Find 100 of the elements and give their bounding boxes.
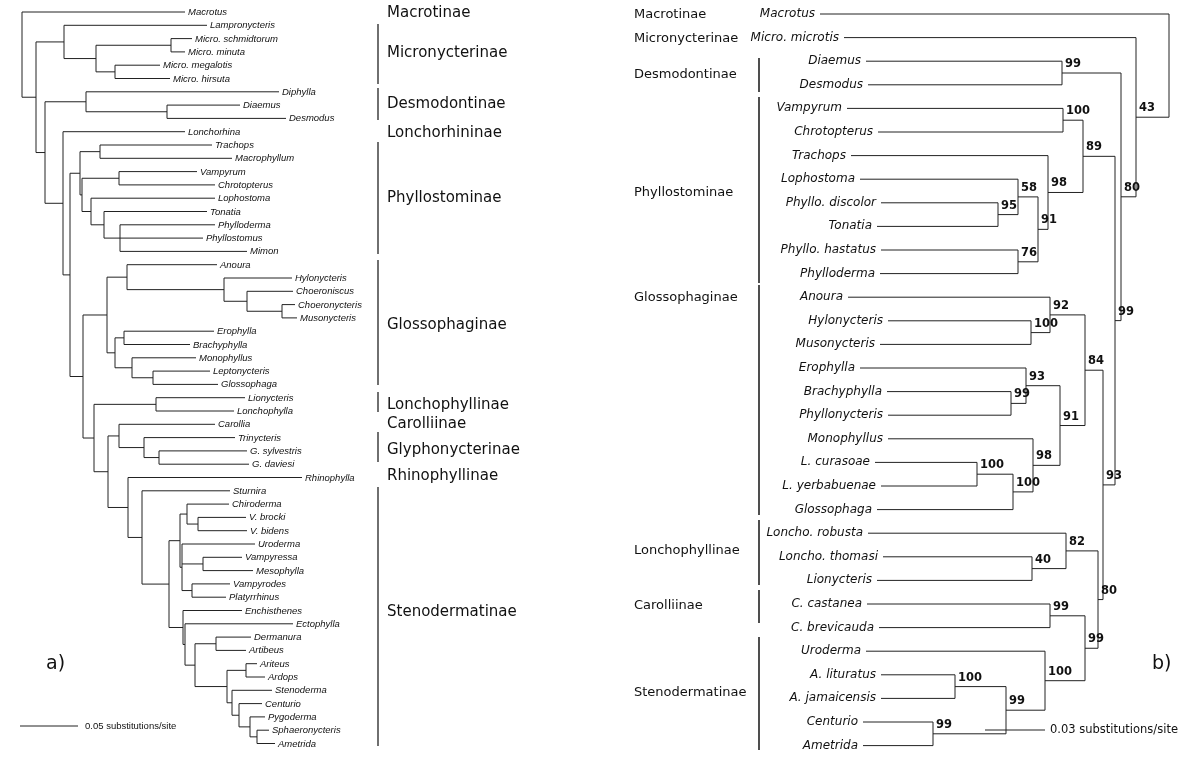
subfamily-label: Micronycterinae [387, 44, 508, 62]
taxon-label: Dermanura [254, 631, 302, 643]
taxon-label: Lophostoma [781, 172, 855, 187]
taxon-label: Ardops [268, 671, 299, 683]
taxon-label: Micro. minuta [188, 46, 245, 58]
taxon-label: Hylonycteris [808, 313, 883, 328]
taxon-label: Monophyllus [199, 352, 253, 364]
bootstrap-value: 100 [1034, 317, 1058, 331]
scale-label: 0.05 substitutions/site [85, 720, 177, 732]
taxon-label: Loncho. thomasi [778, 549, 878, 564]
scale-label: 0.03 substitutions/site [1050, 723, 1178, 737]
subfamily-label: Glyphonycterinae [387, 441, 520, 459]
bootstrap-value: 99 [1053, 600, 1069, 614]
bootstrap-value: 100 [1048, 665, 1072, 679]
taxon-label: Chrotopterus [794, 125, 873, 139]
taxon-label: Brachyphylla [803, 384, 882, 399]
panel-label: b) [1152, 652, 1172, 674]
taxon-label: G. sylvestris [250, 445, 302, 457]
taxon-label: V. brocki [249, 511, 286, 523]
bootstrap-value: 76 [1021, 246, 1037, 260]
bootstrap-value: 82 [1069, 535, 1085, 549]
taxon-label: Stenoderma [275, 684, 327, 696]
bootstrap-value: 95 [1001, 199, 1017, 213]
taxon-label: Hylonycteris [295, 272, 347, 284]
bootstrap-value: 99 [1118, 305, 1134, 319]
subfamily-label: Stenodermatinae [634, 684, 747, 700]
taxon-label: Phyllo. discolor [785, 195, 876, 210]
bootstrap-value: 98 [1051, 176, 1067, 191]
taxon-label: Lionycteris [806, 573, 872, 588]
subfamily-label: Rhinophyllinae [387, 467, 499, 485]
taxon-label: C. castanea [791, 597, 862, 611]
taxon-label: Vampyressa [245, 551, 298, 563]
bootstrap-value: 80 [1124, 181, 1140, 195]
taxon-label: Micro. microtis [750, 30, 839, 45]
subfamily-label: Glossophaginae [387, 316, 507, 334]
taxon-label: Ametrida [802, 738, 858, 753]
taxon-label: Loncho. robusta [766, 526, 863, 541]
bootstrap-value: 93 [1106, 469, 1122, 483]
taxon-label: Diaemus [243, 99, 281, 111]
bootstrap-value: 100 [1066, 104, 1090, 118]
taxon-label: L. curasoae [800, 455, 870, 470]
subfamily-label: Macrotinae [634, 6, 707, 22]
subfamily-label: Desmodontinae [387, 95, 506, 113]
subfamily-label: Carolliinae [387, 415, 467, 433]
taxon-label: Artibeus [249, 644, 284, 656]
taxon-label: Macrophyllum [235, 152, 295, 164]
taxon-label: L. yerbabuenae [782, 479, 876, 493]
taxon-label: Micro. megalotis [163, 59, 233, 71]
taxon-label: Centurio [265, 698, 301, 710]
bootstrap-value: 100 [1016, 476, 1040, 490]
bootstrap-value: 93 [1029, 370, 1045, 384]
taxon-label: Musonycteris [300, 312, 356, 324]
taxon-label: Uroderma [258, 538, 301, 550]
taxon-label: Tonatia [210, 206, 241, 217]
taxon-label: Trinycteris [238, 432, 282, 444]
taxon-label: Musonycteris [795, 337, 875, 352]
taxon-label: Lophostoma [218, 192, 271, 204]
taxon-label: Diaemus [808, 54, 861, 69]
taxon-label: Pygoderma [268, 711, 317, 723]
taxon-label: G. daviesi [252, 458, 295, 470]
taxon-label: Trachops [215, 139, 254, 151]
taxon-label: Sphaeronycteris [272, 724, 341, 736]
taxon-label: Sturnira [233, 485, 267, 497]
taxon-label: Glossophaga [221, 378, 277, 390]
taxon-label: Tonatia [828, 219, 872, 234]
bootstrap-value: 91 [1063, 409, 1079, 424]
taxon-label: Choeronycteris [298, 299, 362, 311]
taxon-label: Vampyrum [776, 101, 842, 116]
taxon-label: Macrotus [188, 6, 228, 18]
taxon-label: A. jamaicensis [789, 691, 876, 706]
taxon-label: Macrotus [759, 7, 815, 21]
taxon-label: Erophylla [798, 361, 855, 375]
bootstrap-value: 58 [1021, 181, 1037, 195]
taxon-label: Centurio [806, 715, 858, 729]
panel-label: a) [46, 652, 66, 674]
taxon-label: Mimon [250, 245, 279, 257]
bootstrap-value: 99 [1065, 57, 1081, 71]
taxon-label: Ametrida [278, 738, 316, 749]
bootstrap-value: 91 [1041, 213, 1057, 227]
taxon-label: Phylloderma [218, 219, 271, 231]
bootstrap-value: 43 [1139, 101, 1155, 115]
subfamily-label: Phyllostominae [387, 189, 502, 207]
bootstrap-value: 89 [1086, 140, 1102, 154]
taxon-label: Lionycteris [248, 392, 294, 404]
bootstrap-value: 99 [1088, 632, 1104, 646]
taxon-label: Uroderma [800, 644, 861, 659]
taxon-label: Desmodus [289, 112, 335, 124]
taxon-label: Phyllonycteris [799, 408, 883, 423]
taxon-label: Ariteus [260, 658, 290, 670]
subfamily-label: Lonchophyllinae [634, 542, 740, 558]
taxon-label: Chiroderma [232, 498, 282, 510]
bootstrap-value: 92 [1053, 299, 1069, 313]
taxon-label: Anoura [799, 290, 843, 305]
taxon-label: Carollia [218, 418, 251, 430]
bootstrap-value: 99 [1009, 694, 1025, 708]
taxon-label: Phyllostomus [206, 232, 263, 244]
bootstrap-value: 100 [958, 671, 982, 685]
bootstrap-value: 84 [1088, 354, 1104, 368]
bootstrap-value: 100 [980, 458, 1004, 472]
taxon-label: Phyllo. hastatus [780, 243, 876, 257]
